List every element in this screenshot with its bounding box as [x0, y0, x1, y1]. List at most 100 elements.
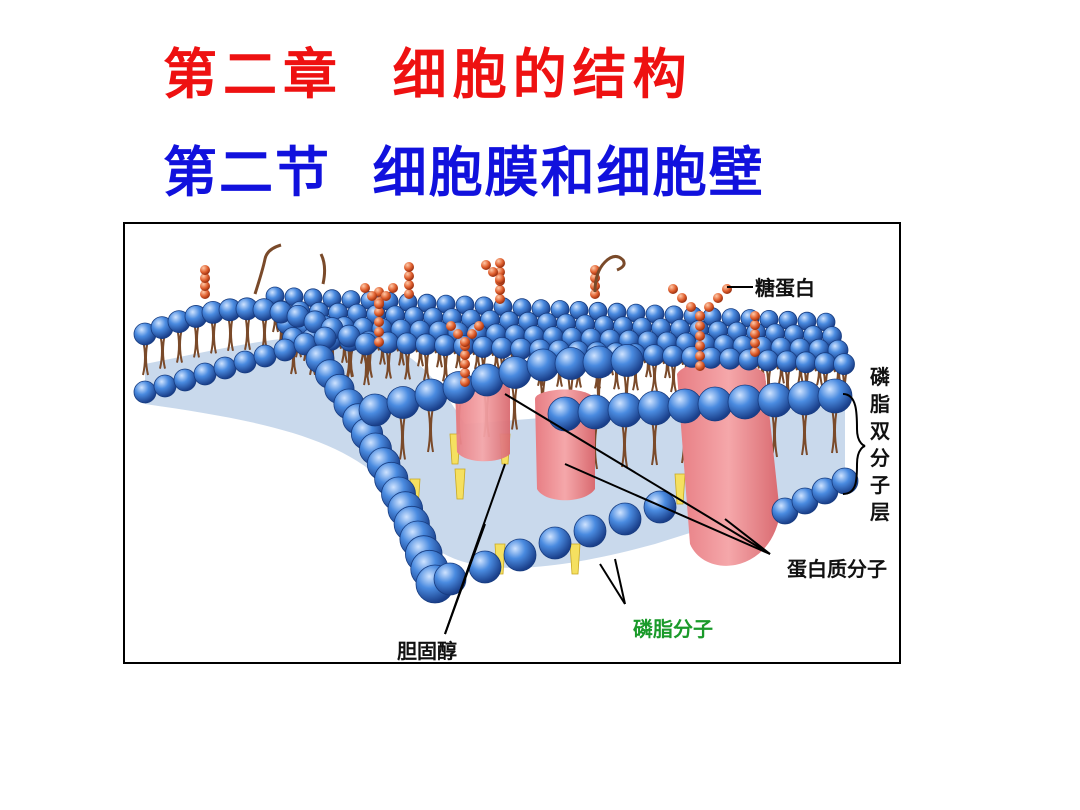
sugar-bead — [677, 293, 687, 303]
phospholipid-head — [757, 382, 793, 418]
sugar-bead — [590, 289, 600, 299]
sugar-bead — [374, 337, 384, 347]
phospholipid-head — [554, 347, 588, 380]
sugar-bead — [388, 283, 398, 293]
phospholipid-head — [831, 467, 859, 495]
sugar-bead — [474, 321, 484, 331]
phospholipid-head — [643, 490, 677, 524]
phospholipid-head — [776, 350, 798, 373]
phospholipid-head — [414, 378, 448, 412]
label-protein: 蛋白质分子 — [787, 557, 887, 581]
phospholipid-head — [233, 350, 257, 374]
phospholipid-head — [415, 333, 437, 356]
sugar-bead — [200, 273, 210, 283]
phospholipid-head — [643, 344, 665, 367]
phospholipid-head — [354, 332, 378, 356]
label-cholesterol: 胆固醇 — [397, 639, 457, 662]
phospholipid-head — [662, 345, 684, 367]
sugar-bead — [750, 329, 760, 339]
sugar-bead — [467, 329, 477, 339]
sugar-bead — [750, 338, 760, 348]
phospholipid-head — [814, 352, 836, 375]
label-glycoprotein: 糖蛋白 — [755, 276, 815, 300]
sugar-bead — [374, 307, 384, 317]
phospholipid-head — [787, 380, 823, 416]
phospholipid-head — [637, 390, 673, 426]
phospholipid-head — [610, 344, 644, 377]
label-bilayer-char: 子 — [870, 473, 890, 497]
sugar-bead — [750, 347, 760, 357]
filament — [253, 243, 282, 295]
sugar-bead — [404, 262, 414, 272]
sugar-bead — [374, 317, 384, 327]
phospholipid-head — [577, 394, 613, 430]
phospholipid-head — [573, 514, 607, 548]
phospholipid-head — [470, 363, 504, 397]
phospholipid-head — [503, 538, 537, 572]
phospholipid-head — [498, 356, 532, 389]
phospholipid-head — [697, 386, 733, 422]
phospholipid-head — [173, 368, 197, 392]
label-lines — [444, 286, 866, 635]
sugar-bead — [404, 289, 414, 299]
sugar-bead — [374, 327, 384, 337]
sugar-bead — [750, 311, 760, 321]
sugar-bead — [722, 284, 732, 294]
phospholipid-head — [396, 332, 418, 355]
section-title: 第二节 细胞膜和细胞壁 — [163, 141, 765, 204]
cholesterol-molecule — [674, 473, 686, 505]
sugar-bead — [460, 337, 470, 347]
sugar-bead — [200, 281, 210, 291]
lipid-tail — [514, 384, 518, 430]
sugar-bead — [460, 350, 470, 360]
sugar-bead — [668, 284, 678, 294]
sugar-bead — [453, 329, 463, 339]
sugar-bead — [488, 267, 498, 277]
sugar-bead — [695, 311, 705, 321]
sugar-bead — [686, 302, 696, 312]
sugar-bead — [695, 341, 705, 351]
sugar-bead — [460, 368, 470, 378]
phospholipid-head — [608, 502, 642, 536]
phospholipid-head — [727, 384, 763, 420]
label-bilayer-char: 磷 — [870, 365, 890, 389]
label-bilayer-char: 分 — [870, 446, 890, 470]
phospholipid-head — [253, 344, 277, 368]
label-bilayer-char: 层 — [870, 500, 890, 524]
phospholipid-head — [153, 374, 177, 398]
cholesterol-molecule — [569, 543, 581, 575]
phospholipid-head — [193, 362, 217, 386]
phospholipid-head — [213, 356, 237, 380]
phospholipid-head — [795, 351, 817, 374]
phospholipid-head — [133, 380, 157, 404]
cholesterol-molecule — [454, 468, 466, 500]
sugar-bead — [200, 289, 210, 299]
phospholipid-head — [273, 338, 297, 362]
phospholipid-head — [358, 393, 392, 427]
phospholipid-head — [491, 337, 513, 359]
sugar-bead — [460, 377, 470, 387]
sugar-bead — [404, 271, 414, 281]
sugar-bead — [404, 280, 414, 290]
label-bilayer-char: 脂 — [870, 392, 890, 416]
membrane-diagram: 糖蛋白 磷 脂 双 分 子 层 蛋白质分子 磷脂分子 胆固醇 — [133, 243, 890, 662]
sugar-bead — [495, 274, 505, 284]
sugar-bead — [360, 283, 370, 293]
phospholipid-head — [757, 349, 779, 372]
sugar-bead — [695, 351, 705, 361]
label-bilayer-char: 双 — [870, 419, 890, 443]
sugar-bead — [367, 291, 377, 301]
phospholipid-head — [442, 371, 476, 404]
phospholipid-head — [538, 526, 572, 560]
sugar-bead — [481, 260, 491, 270]
sugar-bead — [381, 291, 391, 301]
sugar-bead — [495, 258, 505, 268]
sugar-bead — [200, 265, 210, 275]
sugar-bead — [695, 331, 705, 341]
sugar-bead — [495, 285, 505, 295]
sugar-bead — [695, 321, 705, 331]
filament — [593, 255, 626, 293]
phospholipid-head — [833, 353, 855, 376]
label-phospholipid: 磷脂分子 — [633, 617, 713, 641]
sugar-bead — [704, 302, 714, 312]
